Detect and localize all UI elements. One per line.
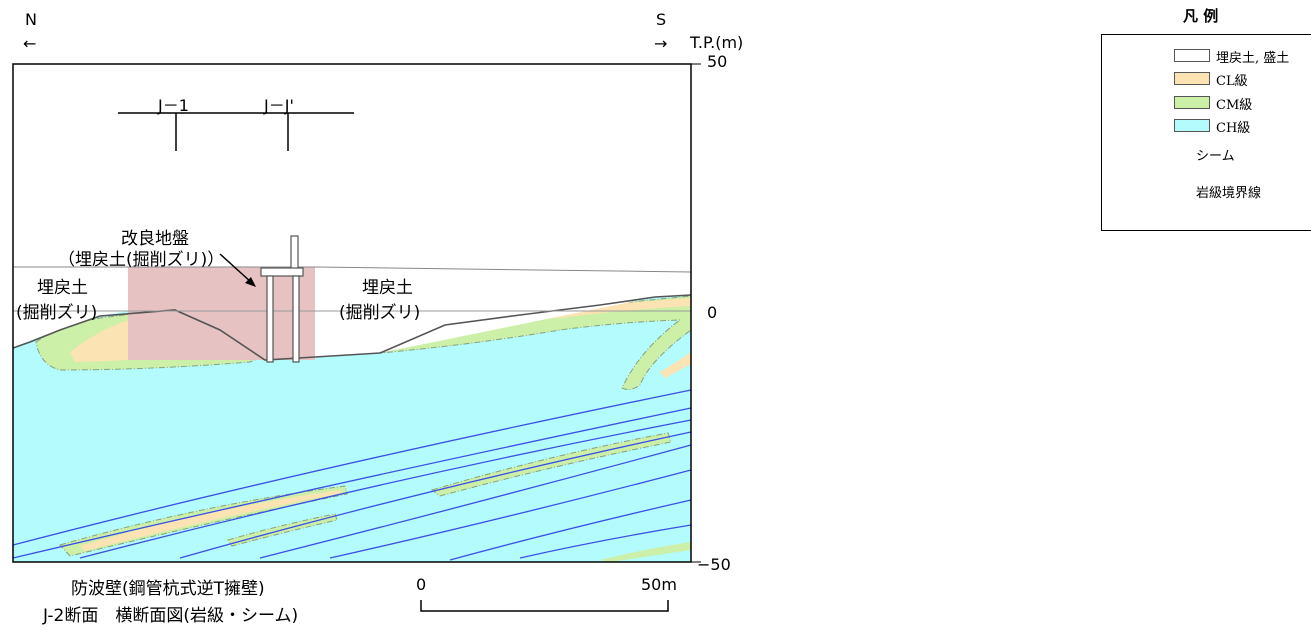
wall-footing <box>260 267 304 277</box>
section-markers <box>118 112 354 151</box>
legend-swatch-fill <box>1174 49 1210 62</box>
cl-lens-right-edge <box>660 352 691 378</box>
legend-swatch-ch <box>1174 119 1210 132</box>
seam-3 <box>79 419 692 559</box>
section-label-jj: J－J' <box>264 96 294 115</box>
scale-bar <box>420 600 669 612</box>
legend-swatch-cm <box>1174 96 1210 109</box>
legend-label-cl: CL級 <box>1216 74 1248 89</box>
axis-label-top: 50 <box>707 52 728 71</box>
legend: 埋戻土, 盛土 CL級 CM級 CH級 シーム 岩級境界線 <box>1101 34 1311 231</box>
legend-label-seam: シーム <box>1196 149 1235 164</box>
seam-lines <box>12 389 692 561</box>
cm-lens-bottom-right <box>600 542 691 562</box>
improved-ground-arrow <box>219 253 253 284</box>
cl-lens-lower-left <box>80 490 342 551</box>
legend-item-cm: CM級 <box>1102 94 1302 113</box>
legend-item-boundary: 岩級境界線 <box>1102 182 1302 201</box>
rock-surface-line <box>12 294 692 361</box>
improved-ground-label: 改良地盤 <box>121 229 189 249</box>
legend-label-ch: CH級 <box>1216 121 1251 136</box>
seam-6 <box>329 469 692 559</box>
legend-item-cl: CL級 <box>1102 70 1302 89</box>
scale-end-label: 50m <box>641 575 677 594</box>
seam-1 <box>12 389 692 546</box>
legend-label-boundary: 岩級境界線 <box>1196 186 1262 201</box>
seam-4 <box>179 431 692 559</box>
legend-item-fill: 埋戻土, 盛土 <box>1102 47 1302 66</box>
legend-swatch-cl <box>1174 72 1210 85</box>
north-label: N <box>25 10 37 29</box>
right-fill-label: 埋戻土 <box>362 278 413 298</box>
improved-ground-arrowhead <box>245 277 256 287</box>
steel-pile-right <box>292 275 300 363</box>
right-fill-sublabel: (掘削ズリ) <box>339 303 421 323</box>
north-arrow-icon: ← <box>23 34 37 53</box>
improved-ground <box>128 267 315 360</box>
legend-label-fill: 埋戻土, 盛土 <box>1216 51 1290 66</box>
legend-label-cm: CM級 <box>1216 98 1253 113</box>
ground-surface-line <box>13 266 692 273</box>
legend-item-seam: シーム <box>1102 145 1302 164</box>
south-label: S <box>656 10 667 29</box>
seam-2 <box>12 407 692 559</box>
elevation-unit-label: T.P.(m) <box>690 33 744 52</box>
cm-lens-mid-right <box>430 432 672 497</box>
south-arrow-icon: → <box>654 34 668 53</box>
diagram-frame <box>12 63 692 563</box>
left-fill-sublabel: (掘削ズリ) <box>16 303 98 323</box>
axis-label-bottom: −50 <box>697 555 731 574</box>
legend-item-ch: CH級 <box>1102 117 1302 136</box>
seam-5 <box>259 444 692 559</box>
steel-pile-left <box>266 275 274 363</box>
scale-zero-label: 0 <box>416 575 427 594</box>
legend-title: 凡 例 <box>1183 7 1219 25</box>
seam-8 <box>519 524 692 559</box>
cm-band-upper-right <box>379 295 692 390</box>
caption-subtitle: J-2断面 横断面図(岩級・シーム) <box>43 606 299 626</box>
caption-title: 防波壁(鋼管杭式逆T擁壁) <box>71 579 265 599</box>
seam-7 <box>449 499 692 561</box>
wall-structure <box>260 235 304 363</box>
axis-label-zero: 0 <box>707 303 718 322</box>
section-label-j1: J－1 <box>158 96 189 115</box>
left-fill-label: 埋戻土 <box>37 278 88 298</box>
improved-ground-sublabel: （埋戻土(掘削ズリ)） <box>58 250 225 270</box>
